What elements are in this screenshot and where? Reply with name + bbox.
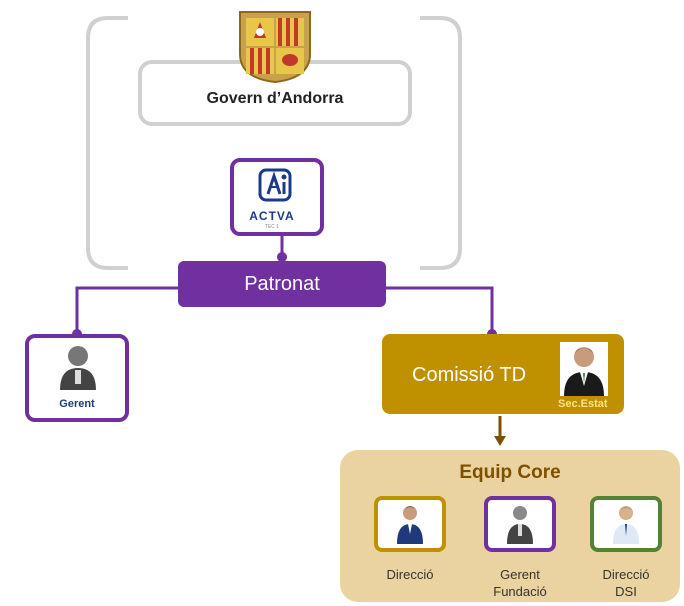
comissio-connector <box>386 286 494 334</box>
member-direccio-line1: Direcció <box>386 567 434 582</box>
direccio-avatar-icon <box>395 502 425 544</box>
equip-arrow-head <box>494 436 506 446</box>
patronat-node: Patronat <box>178 261 386 307</box>
gerent-connector <box>75 286 178 334</box>
govern-label: Govern d’Andorra <box>206 90 344 107</box>
member-gerent-label: Gerent Fundació <box>475 566 565 600</box>
actva-logo-icon <box>258 168 292 202</box>
sec-estat-badge: Sec.Estat <box>558 398 608 410</box>
member-gerent-line1: Gerent <box>500 567 540 582</box>
govern-bracket-left <box>86 16 128 270</box>
sec-estat-photo <box>560 342 608 396</box>
actva-logo-text: ACTVA <box>249 209 295 223</box>
equip-core-title: Equip Core <box>459 462 561 483</box>
govern-bracket-right <box>420 16 462 270</box>
comissio-label: Comissió TD <box>412 364 527 386</box>
direccio-dsi-avatar-icon <box>611 502 641 544</box>
member-dsi-label: Direcció DSI <box>581 566 671 600</box>
sec-estat-avatar-icon <box>564 347 604 396</box>
member-direccio-label: Direcció <box>365 566 455 583</box>
patronat-label: Patronat <box>244 272 320 295</box>
gerent-label: Gerent <box>59 398 95 410</box>
actva-sub-text: TEC 1 <box>264 224 280 230</box>
member-dsi-line2: DSI <box>615 584 637 599</box>
member-dsi-line1: Direcció <box>602 567 650 582</box>
andorra-coat-of-arms-icon <box>239 11 311 84</box>
actva-connector-dot <box>277 252 287 262</box>
member-gerent-line2: Fundació <box>493 584 547 599</box>
comissio-node: Comissió TD Sec.Estat <box>382 334 624 414</box>
gerent-avatar-icon <box>60 346 96 390</box>
gerent-fundacio-avatar-icon <box>505 502 535 544</box>
